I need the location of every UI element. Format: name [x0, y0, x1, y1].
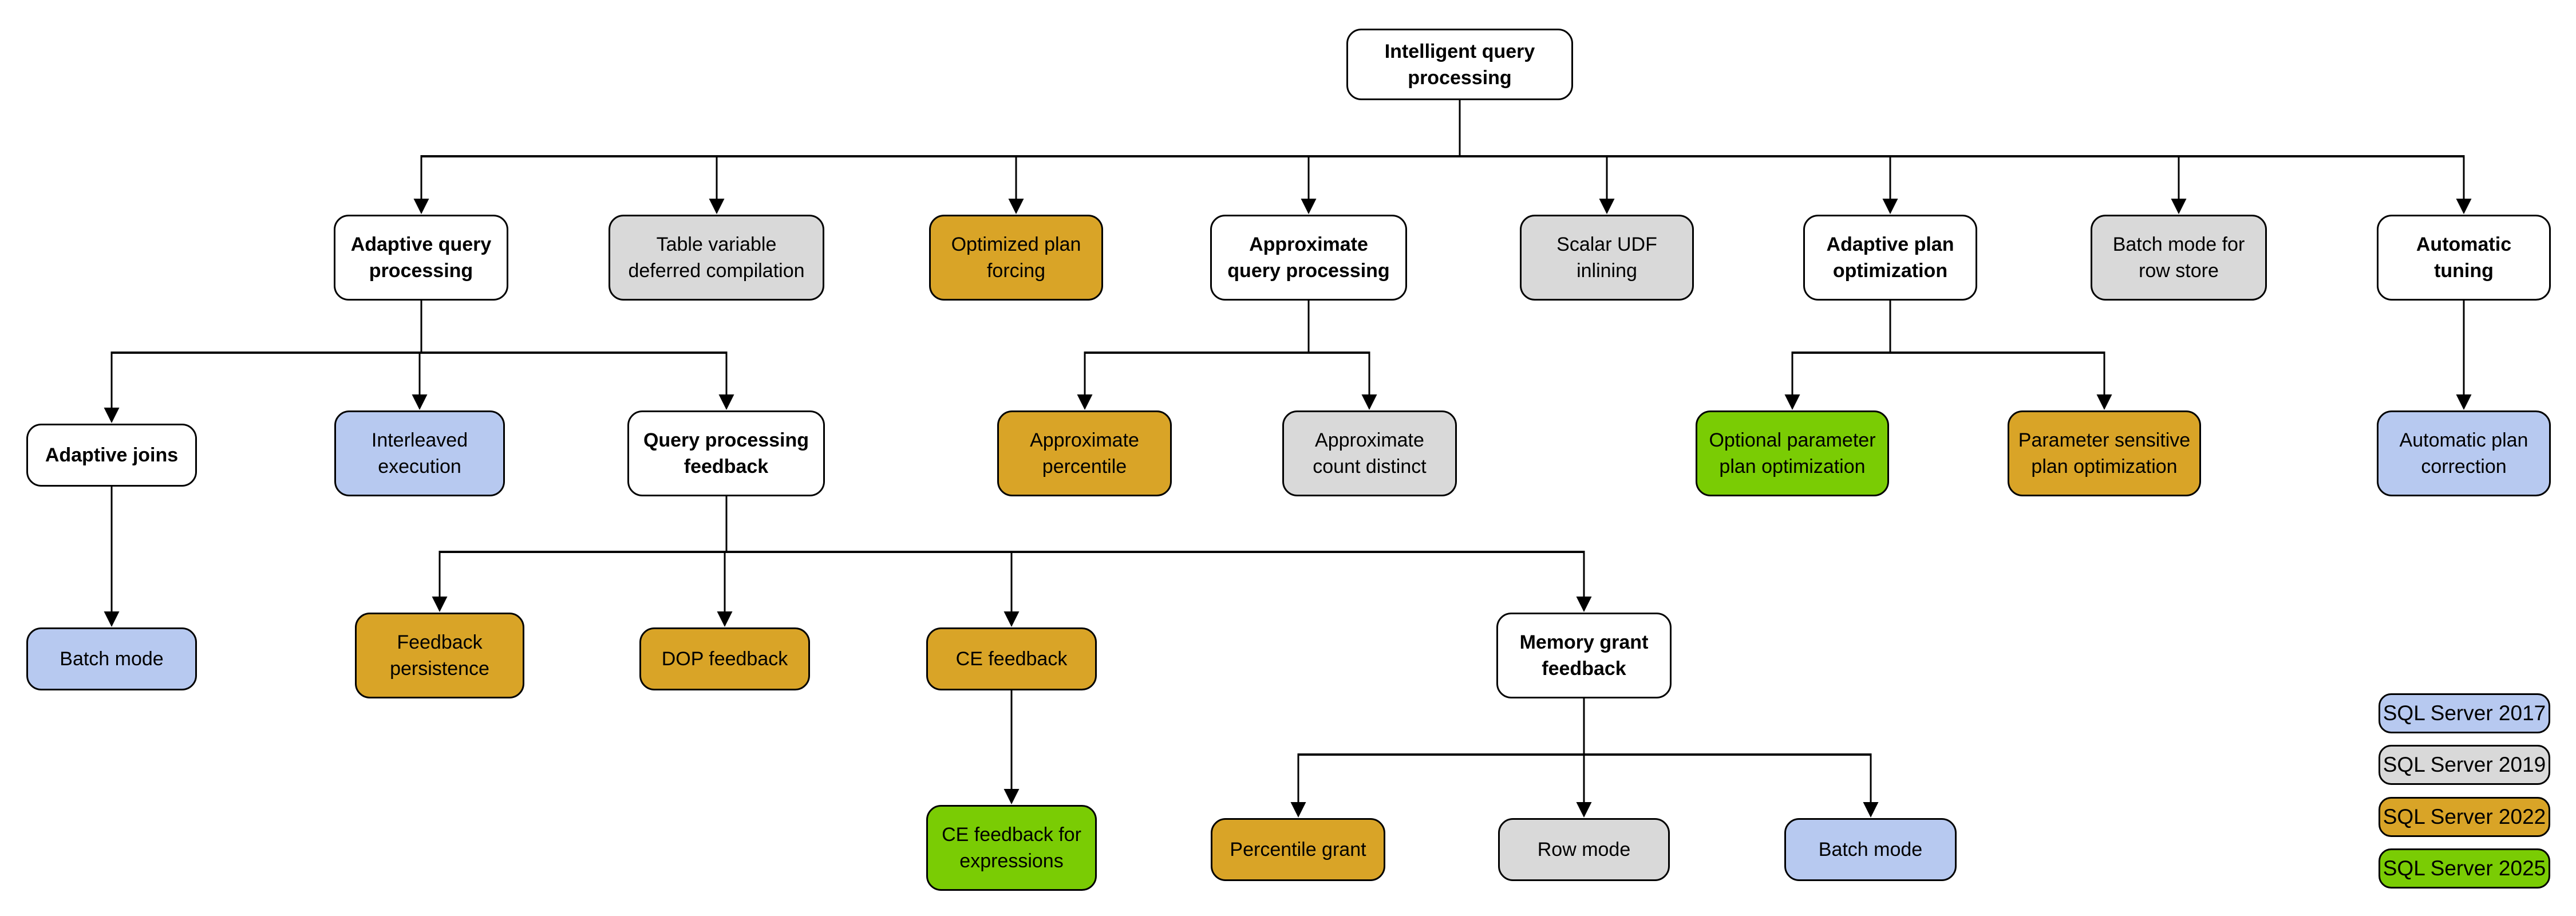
- node-batch-mode-for-row-store: Batch mode for row store: [2091, 215, 2267, 301]
- node-interleaved-execution: Interleaved execution: [334, 410, 505, 496]
- node-table-variable-deferred-compilation: Table variable deferred compilation: [609, 215, 824, 301]
- node-ce-feedback-for-expressions: CE feedback for expressions: [926, 805, 1097, 891]
- legend-sql-server-2025: SQL Server 2025: [2379, 848, 2550, 889]
- node-batch-mode-adaptive-joins: Batch mode: [26, 627, 197, 690]
- node-scalar-udf-inlining: Scalar UDF inlining: [1520, 215, 1694, 301]
- node-batch-mode-memory-grant: Batch mode: [1784, 818, 1957, 881]
- node-approximate-percentile: Approximate percentile: [997, 410, 1172, 496]
- node-adaptive-plan-optimization: Adaptive plan optimization: [1803, 215, 1977, 301]
- node-percentile-grant: Percentile grant: [1211, 818, 1385, 881]
- edges-from-memory-grant-feedback: [1290, 698, 1879, 818]
- edges-from-query-processing-feedback: [432, 496, 1592, 627]
- legend-sql-server-2017: SQL Server 2017: [2379, 693, 2550, 733]
- node-optimized-plan-forcing: Optimized plan forcing: [929, 215, 1103, 301]
- node-query-processing-feedback: Query processing feedback: [627, 410, 825, 496]
- node-approximate-count-distinct: Approximate count distinct: [1282, 410, 1457, 496]
- edges-from-adaptive-query-processing: [104, 301, 734, 423]
- legend-sql-server-2022: SQL Server 2022: [2379, 797, 2550, 837]
- node-feedback-persistence: Feedback persistence: [355, 613, 524, 698]
- edges-from-adaptive-plan-optimization: [1784, 301, 2112, 410]
- legend-sql-server-2019: SQL Server 2019: [2379, 745, 2550, 785]
- node-automatic-tuning: Automatic tuning: [2377, 215, 2551, 301]
- node-adaptive-query-processing: Adaptive query processing: [334, 215, 508, 301]
- node-row-mode: Row mode: [1498, 818, 1670, 881]
- edges-from-approximate-query-processing: [1077, 301, 1377, 410]
- node-ce-feedback: CE feedback: [926, 627, 1097, 690]
- node-automatic-plan-correction: Automatic plan correction: [2377, 410, 2551, 496]
- node-optional-parameter-plan-optimization: Optional parameter plan optimization: [1696, 410, 1889, 496]
- node-parameter-sensitive-plan-optimization: Parameter sensitive plan optimization: [2008, 410, 2201, 496]
- node-adaptive-joins: Adaptive joins: [26, 424, 197, 487]
- node-dop-feedback: DOP feedback: [639, 627, 810, 690]
- node-memory-grant-feedback: Memory grant feedback: [1496, 613, 1672, 698]
- edges-from-intelligent-query-processing: [413, 100, 2472, 214]
- node-intelligent-query-processing: Intelligent query processing: [1346, 29, 1573, 100]
- node-approximate-query-processing: Approximate query processing: [1210, 215, 1407, 301]
